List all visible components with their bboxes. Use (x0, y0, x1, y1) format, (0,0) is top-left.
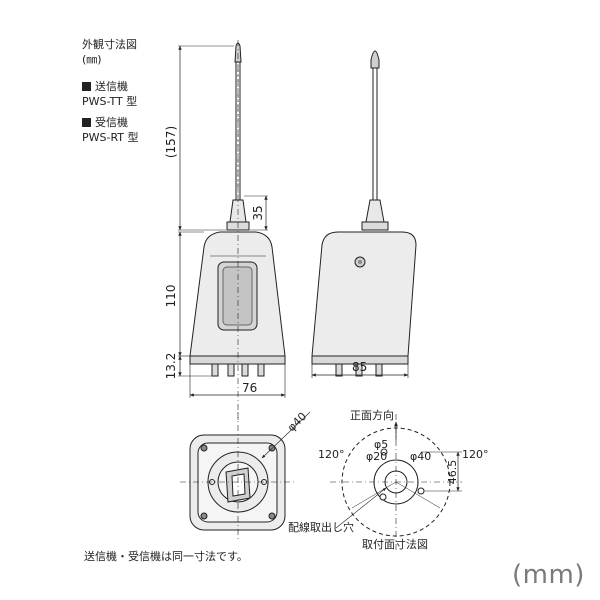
side-antenna-tip (370, 50, 380, 69)
dim-bottom-height: 13.2 (164, 353, 178, 380)
side-view (311, 50, 417, 378)
square-bullet-icon (82, 118, 91, 127)
drawing-unit: (㎜) (82, 53, 102, 66)
mount-hole-phi40: φ40 (410, 450, 431, 463)
receiver-heading: 受信機 (82, 116, 128, 129)
dim-bottom-phi: φ40 (285, 410, 309, 434)
phi40-leader (261, 411, 311, 459)
drawing-title: 外観寸法図 (82, 38, 137, 51)
square-bullet-icon (82, 82, 91, 91)
mount-hole-right (417, 487, 425, 495)
transmitter-label: 送信機 (95, 80, 128, 93)
dim-antenna-base: 35 (251, 205, 265, 220)
mount-hole-phi5: φ5 (374, 438, 388, 451)
mount-pitch: 46.5 (446, 460, 459, 485)
mount-wire-exit: 配線取出し穴 (288, 520, 354, 534)
unit-badge: (mm) (512, 560, 585, 590)
bottom-view (180, 411, 311, 540)
side-body (311, 231, 417, 357)
wire-exit-leader (335, 487, 387, 529)
mounting-surface-view (330, 414, 462, 550)
dim-side-width: 85 (352, 360, 367, 374)
mount-angle-left: 120° (318, 448, 345, 461)
dim-front-width: 76 (242, 381, 257, 395)
receiver-label: 受信機 (95, 116, 128, 129)
mount-hole-left (379, 493, 387, 501)
dim-body-height: 110 (164, 285, 178, 308)
mount-title: 取付面寸法図 (362, 537, 428, 551)
mount-front-direction: 正面方向 (350, 408, 394, 422)
front-body (189, 231, 286, 377)
mount-hole-top-left (380, 448, 388, 456)
receiver-model: PWS-RT 型 (82, 131, 139, 144)
transmitter-heading: 送信機 (82, 80, 128, 93)
mount-angle-right: 120° (462, 448, 489, 461)
footer-note: 送信機・受信機は同一寸法です。 (84, 550, 248, 563)
transmitter-model: PWS-TT 型 (82, 95, 138, 108)
dim-antenna-height: (157) (164, 126, 178, 158)
mount-hole-phi20: φ20 (366, 450, 387, 463)
front-view (178, 40, 286, 420)
